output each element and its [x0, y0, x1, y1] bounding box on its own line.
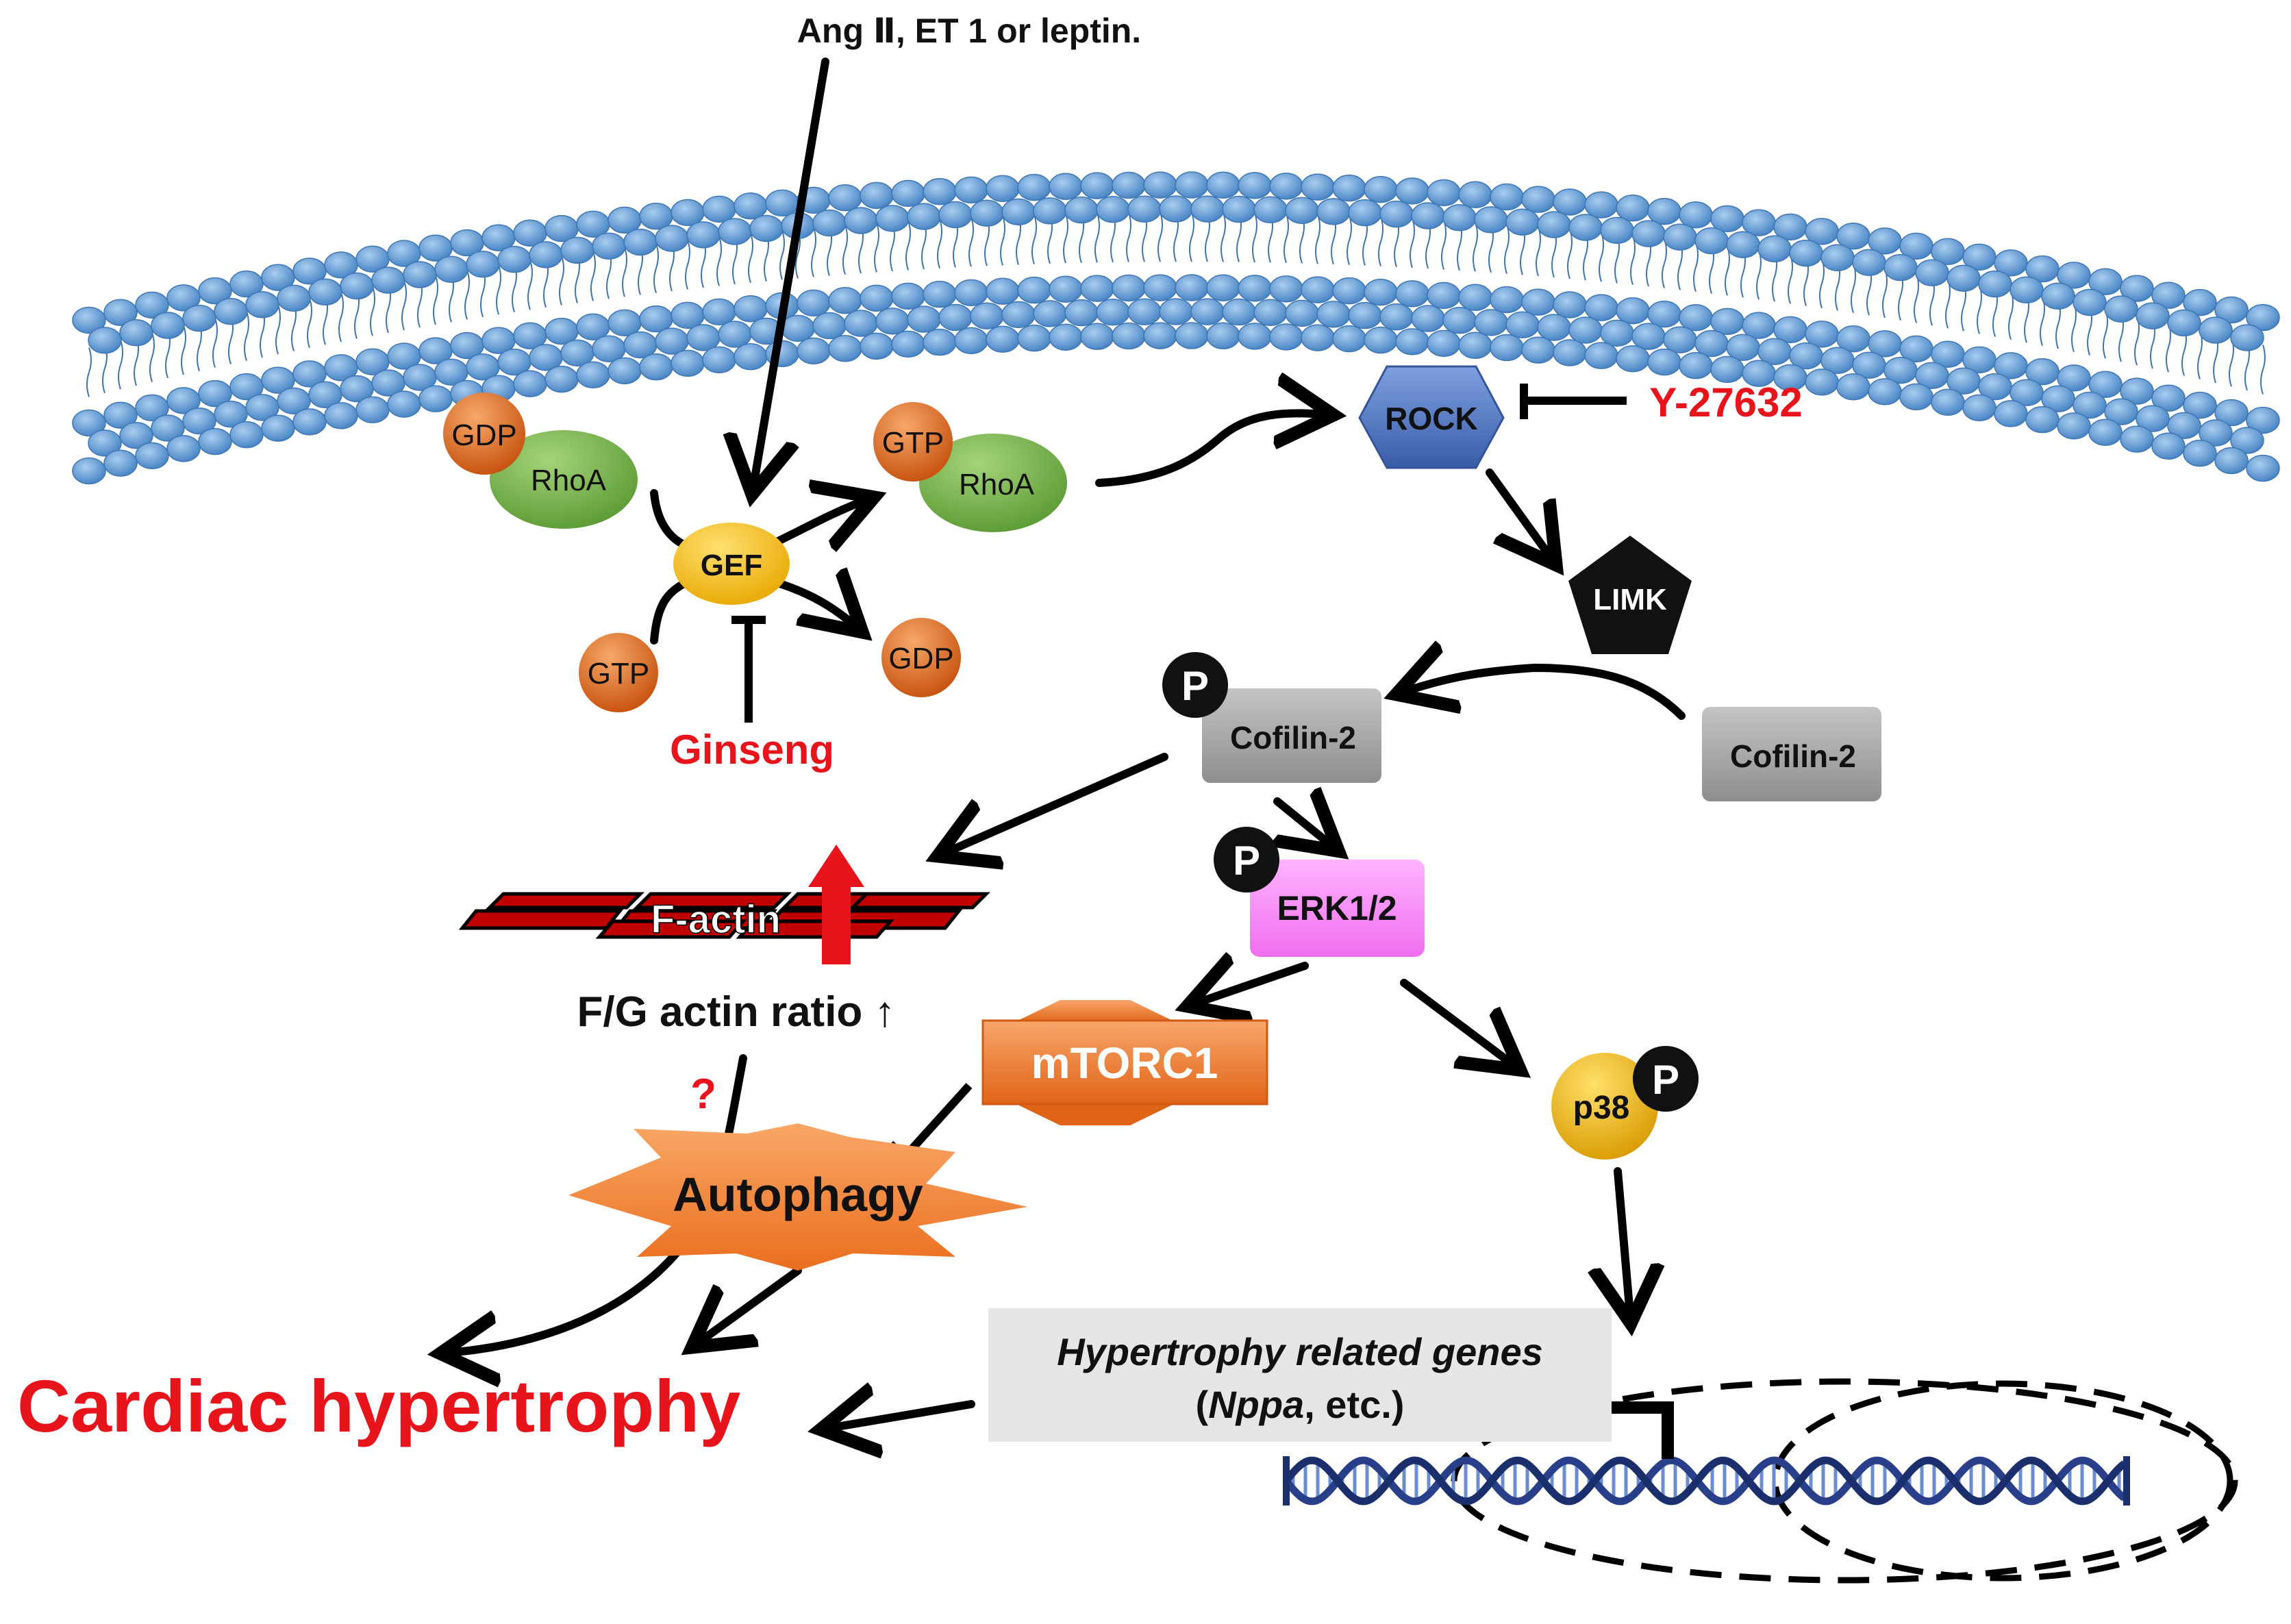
genes-line1: Hypertrophy related genes: [1057, 1330, 1543, 1373]
arrow-cofilin-to-factin: [945, 753, 1168, 853]
cofilin-node: [1702, 707, 1881, 801]
f-actin-label: F-actin: [651, 897, 781, 942]
p38-node: [1551, 1053, 1658, 1160]
arrow-rhoa-to-rock: [1095, 413, 1325, 487]
cofilin-label: Cofilin-2: [1730, 738, 1856, 774]
gtp-left-node: [579, 633, 658, 712]
rock-node: [1358, 365, 1505, 469]
rhoa-gtp-complex: RhoA GTP: [873, 402, 1067, 532]
phospho-erk-label: P: [1233, 838, 1260, 884]
ginseng-label: Ginseng: [670, 727, 834, 773]
p-cofilin-label: Cofilin-2: [1230, 720, 1356, 755]
phospho-p38-icon: [1633, 1046, 1699, 1112]
cell-membrane: [72, 171, 2280, 485]
limk-label: LIMK: [1593, 583, 1667, 616]
p-cofilin-node: [1202, 688, 1381, 783]
rhoa-left-node: [490, 430, 638, 529]
rhoa-right-node: [919, 434, 1067, 532]
cardiac-hypertrophy-label: Cardiac hypertrophy: [17, 1364, 740, 1447]
autophagy-node: [568, 1123, 1027, 1271]
arrow-erk-to-mtorc1: [1195, 966, 1309, 1003]
genes-box: [988, 1308, 1612, 1442]
rock-label: ROCK: [1385, 401, 1477, 436]
phospho-p38-label: P: [1652, 1057, 1679, 1103]
arrow-rock-to-limk: [1486, 469, 1551, 558]
question-mark-label: ?: [690, 1071, 716, 1118]
genes-paren-open: (: [1196, 1383, 1209, 1426]
arrow-cofilin-to-p-cofilin: [1404, 668, 1686, 720]
gtp-right-node: [873, 402, 953, 482]
inhibit-mtorc1-to-autophagy: [901, 1082, 973, 1161]
y27632-label: Y-27632: [1649, 379, 1803, 425]
rhoa-right-label: RhoA: [959, 468, 1035, 501]
phospho-erk-icon: [1214, 827, 1279, 892]
limk-node: [1568, 536, 1692, 654]
f-actin-filament: [458, 892, 991, 939]
arrow-autophagy-to-hypertrophy: [699, 1266, 802, 1342]
genes-line2: (Nppa, etc.): [1196, 1383, 1405, 1426]
gdp-left-node: [443, 392, 525, 475]
rhoa-left-label: RhoA: [531, 464, 607, 497]
phospho-cofilin-label: P: [1181, 663, 1209, 709]
nucleus-outline: [1772, 1380, 2233, 1582]
gef-label: GEF: [701, 549, 762, 582]
arrow-cofilin-to-erk: [1277, 801, 1332, 846]
factin-increase-arrow: [808, 845, 864, 964]
arrow-genes-to-hypertrophy: [829, 1404, 975, 1428]
mtorc1-label: mTORC1: [1031, 1038, 1218, 1088]
gef-node: [673, 523, 790, 605]
stimulus-label: Ang Ⅱ, ET 1 or leptin.: [797, 12, 1141, 50]
arrow-stimulus-to-gef: [753, 58, 829, 486]
erk-node: [1250, 860, 1425, 957]
autophagy-label: Autophagy: [673, 1168, 923, 1221]
dna-helix: [1283, 1456, 2130, 1506]
gtp-right-label: GTP: [882, 426, 944, 460]
genes-nppa: Nppa: [1208, 1383, 1304, 1426]
rhoa-gdp-complex: RhoA GDP: [443, 392, 638, 529]
gdp-right-label: GDP: [888, 642, 953, 675]
arrow-p38-to-genes: [1618, 1167, 1630, 1315]
gtp-left-label: GTP: [588, 657, 649, 690]
gdp-right-node: [881, 618, 961, 697]
erk-label: ERK1/2: [1277, 889, 1397, 927]
mtorc1-node: [981, 1000, 1268, 1125]
arrow-erk-to-p38: [1400, 979, 1514, 1065]
gdp-left-label: GDP: [451, 419, 516, 452]
genes-etc: , etc.): [1304, 1383, 1404, 1426]
fg-ratio-label: F/G actin ratio ↑: [577, 988, 895, 1036]
phospho-cofilin-icon: [1162, 652, 1228, 718]
p38-label: p38: [1573, 1090, 1630, 1126]
